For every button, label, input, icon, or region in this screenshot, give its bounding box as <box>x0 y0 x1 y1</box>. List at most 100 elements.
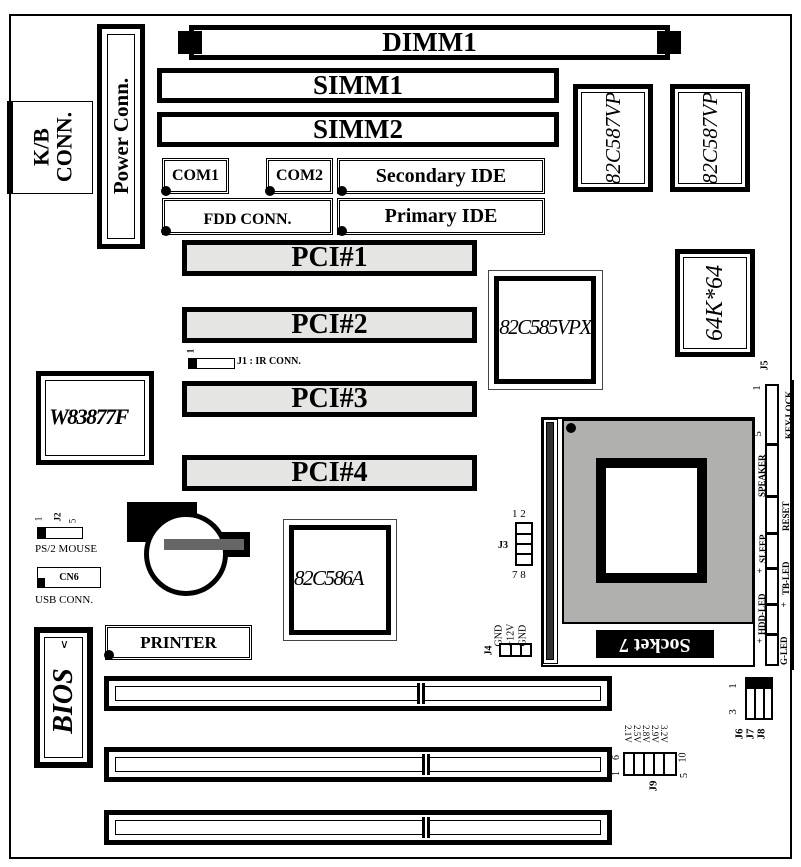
fp-label-reset: RESET <box>781 501 791 531</box>
isa-slot-1[interactable] <box>104 676 612 711</box>
j9-pin10-label: 10 <box>677 752 689 763</box>
printer-pin1-dot <box>104 650 114 660</box>
j8-label: J8 <box>755 728 768 740</box>
j3-jumper[interactable] <box>515 522 533 566</box>
northbridge-chip-inner <box>494 276 596 384</box>
secondary-ide-pin1-dot <box>337 186 347 196</box>
ir-connector[interactable] <box>188 358 235 369</box>
cpu-socket-lever[interactable] <box>543 419 558 664</box>
pci-slot-3[interactable]: PCI#3 <box>182 381 477 417</box>
ir-connector-label: J1 : IR CONN. <box>237 356 301 367</box>
j678-pin3-label: 3 <box>726 709 739 715</box>
cn6-label: CN6 <box>59 571 79 583</box>
socket7-label-box: Socket 7 <box>596 630 714 658</box>
fp-divider-5 <box>765 603 779 606</box>
isa-slot-3[interactable] <box>104 810 612 845</box>
j678-jumpers[interactable] <box>745 677 773 720</box>
power-connector[interactable]: Power Conn. <box>97 24 145 249</box>
fp-label-tbled: TB-LED <box>781 561 791 595</box>
bios-chip[interactable]: ∨ BIOS <box>34 627 93 768</box>
printer-label: PRINTER <box>140 632 217 652</box>
southbridge-chip-inner <box>289 525 391 635</box>
kb-label-line1: K/B <box>28 128 54 166</box>
j2-pin5-label: 5 <box>67 518 78 524</box>
fp-divider-3 <box>765 532 779 535</box>
j9-pin5-label: 5 <box>679 773 690 778</box>
superio-chip[interactable]: W83877F <box>36 371 154 465</box>
fdd-connector[interactable]: FDD CONN. <box>162 198 333 235</box>
j5-label: J5 <box>759 360 771 371</box>
fp-divider-1 <box>765 443 779 446</box>
fp-label-hddled: HDD-LED <box>757 593 767 635</box>
battery-bar <box>164 539 244 550</box>
j4-pin-label-2: +12V <box>505 623 517 647</box>
secondary-ide-connector[interactable]: Secondary IDE <box>337 158 545 194</box>
simm1-label: SIMM1 <box>313 70 403 100</box>
com2-label: COM2 <box>275 167 324 184</box>
pci-slot-1[interactable]: PCI#1 <box>182 240 477 276</box>
superio-chip-inner <box>45 380 145 456</box>
simm2-label: SIMM2 <box>313 114 403 144</box>
isa-slot-2[interactable] <box>104 747 612 782</box>
cache-chip-1-label: 82C587VP <box>600 91 625 185</box>
cache-chip-2-label: 82C587VP <box>697 91 722 185</box>
cpu-socket-center <box>596 458 707 583</box>
battery-cell[interactable] <box>144 512 228 596</box>
simm1-slot[interactable]: SIMM1 <box>157 68 559 103</box>
superio-chip-label: W83877F <box>49 404 129 429</box>
cpu-socket-lever-bar <box>546 422 554 660</box>
fp-plus-hddled: + <box>757 636 763 646</box>
bios-label: BIOS <box>48 668 79 734</box>
usb-pin1-marker <box>37 578 45 587</box>
j3-label: J3 <box>498 540 508 551</box>
j4-connector[interactable] <box>499 643 532 657</box>
dimm1-latch-right <box>657 31 681 54</box>
pci-slot-4[interactable]: PCI#4 <box>182 455 477 491</box>
com2-connector[interactable]: COM2 <box>266 158 333 194</box>
simm2-slot[interactable]: SIMM2 <box>157 112 559 147</box>
pci-slot-2[interactable]: PCI#2 <box>182 307 477 343</box>
j5-pin5-label: 5 <box>751 431 764 437</box>
isa-slot-2-key <box>422 754 430 775</box>
fp-right-line <box>792 380 794 670</box>
j9-voltage-labels: 2.1V 2.5V 2.8V 2.9V 3.2V <box>620 722 680 752</box>
isa-slot-1-key <box>417 683 425 704</box>
j4-pin-label-3: GND <box>517 624 529 647</box>
cache-chip-2-inner <box>678 92 742 184</box>
fp-label-speaker: SPEAKER <box>757 454 767 497</box>
dimm1-slot[interactable]: DIMM1 <box>189 25 670 60</box>
pci-slot-2-label: PCI#2 <box>291 309 368 340</box>
j9-jumper[interactable] <box>623 752 677 776</box>
j9-voltage-5: 3.2V <box>659 725 669 743</box>
southbridge-chip-label: 82C586A <box>294 565 364 590</box>
northbridge-chip-label: 82C585VPX <box>499 314 592 339</box>
pci-slot-4-label: PCI#4 <box>291 457 368 488</box>
cache-chip-1-inner <box>581 92 645 184</box>
fp-plus-tbled: + <box>781 600 787 610</box>
kb-connector-label: K/B CONN. <box>29 100 77 195</box>
tag-ram-chip-label: 64K*64 <box>701 265 728 342</box>
j2-pin1-label: 1 <box>33 516 44 522</box>
ps2-mouse-connector[interactable] <box>37 527 83 539</box>
northbridge-chip[interactable]: 82C585VPX <box>488 270 603 390</box>
pci-slot-1-label: PCI#1 <box>291 242 368 273</box>
isa-slot-2-inner <box>115 757 601 772</box>
com1-connector[interactable]: COM1 <box>162 158 229 194</box>
isa-slot-3-key <box>422 817 430 838</box>
primary-ide-connector[interactable]: Primary IDE <box>337 198 545 235</box>
front-panel-header[interactable] <box>765 384 779 666</box>
j2-label: J2 <box>52 512 63 522</box>
power-conn-label: Power Conn. <box>108 77 133 195</box>
tag-ram-chip[interactable]: 64K*64 <box>675 249 755 357</box>
j9-pin6-label: 6 <box>611 755 622 760</box>
fp-label-gled: G-LED <box>779 636 789 665</box>
dimm1-label: DIMM1 <box>382 27 477 57</box>
kb-connector[interactable]: K/B CONN. <box>7 101 93 194</box>
cache-chip-1[interactable]: 82C587VP <box>573 84 653 192</box>
usb-connector[interactable]: CN6 <box>37 567 101 588</box>
fp-divider-6 <box>765 633 779 636</box>
printer-connector[interactable]: PRINTER <box>105 625 252 660</box>
j9-label: J9 <box>647 780 660 792</box>
cache-chip-2[interactable]: 82C587VP <box>670 84 750 192</box>
southbridge-chip[interactable]: 82C586A <box>283 519 397 641</box>
